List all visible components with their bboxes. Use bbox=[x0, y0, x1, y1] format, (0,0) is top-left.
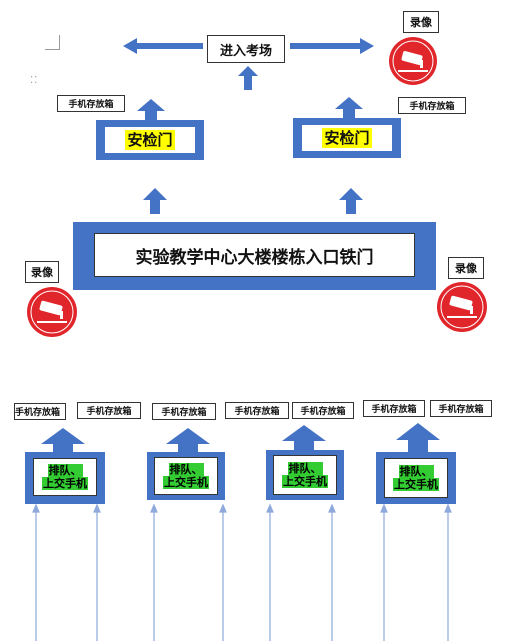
phone-storage-label: 手机存放箱 bbox=[430, 400, 492, 417]
security-gate-label: 安检门 bbox=[322, 128, 372, 148]
record-label: 录像 bbox=[25, 261, 59, 283]
queue-station: 排队、 上交手机 bbox=[376, 452, 456, 504]
phone-storage-label: 手机存放箱 bbox=[152, 403, 216, 420]
arrow-up-icon bbox=[335, 97, 363, 119]
queue-label-line2: 上交手机 bbox=[393, 478, 439, 491]
arrow-up-icon bbox=[396, 423, 440, 453]
queue-station: 排队、 上交手机 bbox=[147, 452, 225, 500]
phone-storage-label: 手机存放箱 bbox=[14, 403, 66, 420]
phone-storage-label: 手机存放箱 bbox=[292, 402, 354, 419]
cctv-camera-icon bbox=[436, 281, 488, 333]
queue-label-line1: 排队、 bbox=[398, 465, 434, 478]
arrow-up-icon bbox=[282, 425, 326, 453]
arrow-up-icon bbox=[339, 188, 363, 214]
queue-station: 排队、 上交手机 bbox=[25, 452, 105, 504]
record-label: 录像 bbox=[403, 11, 439, 33]
security-gate-label: 安检门 bbox=[125, 130, 175, 150]
cctv-camera-icon bbox=[26, 286, 78, 338]
queue-label-line2: 上交手机 bbox=[163, 476, 209, 489]
main-entrance-label: 实验教学中心大楼楼栋入口铁门 bbox=[135, 247, 374, 268]
enter-exam-room-label: 进入考场 bbox=[207, 35, 285, 63]
queue-label-line1: 排队、 bbox=[168, 463, 204, 476]
arrow-up-icon bbox=[137, 99, 165, 121]
security-gate-right: 安检门 bbox=[293, 118, 401, 158]
arrow-up-icon bbox=[166, 428, 210, 456]
record-label: 录像 bbox=[448, 257, 484, 279]
cctv-camera-icon bbox=[388, 36, 438, 86]
phone-storage-label: 手机存放箱 bbox=[57, 95, 125, 112]
phone-storage-label: 手机存放箱 bbox=[77, 402, 141, 419]
arrow-up-icon bbox=[238, 66, 258, 90]
queue-label-line1: 排队、 bbox=[47, 464, 83, 477]
phone-storage-label: 手机存放箱 bbox=[225, 402, 289, 419]
main-entrance-gate: 实验教学中心大楼楼栋入口铁门 bbox=[73, 222, 436, 290]
corner-mark bbox=[45, 35, 60, 50]
queue-label-line1: 排队、 bbox=[287, 462, 323, 475]
queue-station: 排队、 上交手机 bbox=[266, 450, 344, 500]
security-gate-left: 安检门 bbox=[96, 120, 204, 160]
phone-storage-label: 手机存放箱 bbox=[398, 97, 466, 114]
drag-handle-icon: ⁚⁚ bbox=[30, 75, 39, 86]
queue-label-line2: 上交手机 bbox=[42, 477, 88, 490]
phone-storage-label: 手机存放箱 bbox=[363, 400, 425, 417]
arrow-left-icon bbox=[123, 38, 203, 54]
arrow-up-icon bbox=[41, 428, 85, 456]
queue-label-line2: 上交手机 bbox=[282, 475, 328, 488]
arrow-right-icon bbox=[290, 38, 374, 54]
arrow-up-icon bbox=[143, 188, 167, 214]
queue-lines bbox=[32, 503, 452, 641]
